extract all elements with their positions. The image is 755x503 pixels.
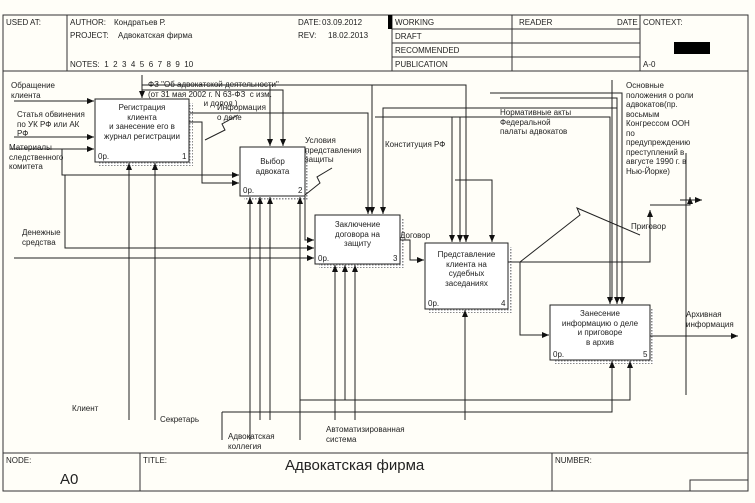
title-label: TITLE:: [143, 456, 168, 465]
label-info: Информация о деле: [217, 103, 266, 122]
label-klient: Клиент: [72, 404, 99, 413]
rev-label: REV:: [298, 31, 317, 40]
reader-label: READER: [519, 18, 553, 27]
context-label: CONTEXT:: [643, 18, 683, 27]
node-label: NODE:: [6, 456, 32, 465]
label-sistema: Автоматизированная система: [326, 425, 405, 444]
project-label: PROJECT:: [70, 31, 109, 40]
activity-boxes: [94, 98, 654, 364]
used-at-label: USED AT:: [6, 18, 41, 27]
box-1-cost: 0р.: [98, 152, 110, 161]
box-3-cost: 0р.: [318, 254, 330, 263]
node-value: A0: [60, 471, 79, 488]
box-2-num: 2: [298, 186, 303, 195]
status-draft: DRAFT: [395, 32, 422, 41]
context-node: A-0: [643, 60, 656, 69]
label-fz: ФЗ "Об адвокатской деятельности" (от 31 …: [148, 80, 279, 108]
status-working: WORKING: [395, 18, 435, 27]
box-1-num: 1: [182, 152, 187, 161]
box-4-num: 4: [501, 299, 506, 308]
reader-date-label: DATE: [617, 18, 638, 27]
number-label: NUMBER:: [555, 456, 592, 465]
box-5-title: Занесение информацию о деле и приговоре …: [561, 309, 639, 347]
frame: [2, 14, 749, 492]
status-recommended: RECOMMENDED: [395, 46, 460, 55]
rev-value: 18.02.2013: [328, 31, 369, 40]
label-konstituciya: Конституция РФ: [385, 140, 446, 149]
box-1-title: Регистрация клиента и занесение его в жу…: [104, 103, 180, 141]
label-usloviya: Условия представления защиты: [305, 136, 362, 164]
box-2-cost: 0р.: [243, 186, 255, 195]
label-materialy: Материалы следственного комитета: [9, 143, 64, 171]
label-prigovor: Приговор: [631, 222, 666, 231]
label-normativnye: Нормативные акты Федеральной палаты адво…: [500, 108, 572, 136]
label-osnovnye: Основные положения о роли адвокатов(пр. …: [626, 81, 694, 176]
label-denezhnye: Денежные средства: [22, 228, 61, 247]
status-marker: [388, 15, 392, 29]
label-obrashchenie: Обращение клиента: [11, 81, 55, 100]
label-kollegiya: Адвокатская коллегия: [228, 432, 275, 451]
box-2-title: Выбор адвоката: [255, 157, 290, 176]
date-label: DATE:: [298, 18, 321, 27]
label-sekretar: Секретарь: [160, 415, 199, 424]
box-4-title: Представление клиента на судебных заседа…: [437, 250, 496, 288]
author-value: Кондратьев Р.: [114, 18, 166, 27]
diagram-title: Адвокатская фирма: [285, 457, 425, 474]
project-value: Адвокатская фирма: [118, 31, 193, 40]
label-arhivnaya: Архивная информация: [686, 310, 734, 329]
date-value: 03.09.2012: [322, 18, 363, 27]
notes: NOTES: 1 2 3 4 5 6 7 8 9 10: [70, 60, 194, 69]
box-5-cost: 0р.: [553, 350, 565, 359]
squiggles: [204, 80, 687, 440]
status-publication: PUBLICATION: [395, 60, 448, 69]
box-3-num: 3: [393, 254, 398, 263]
box-4-cost: 0р.: [428, 299, 440, 308]
label-dogovor: Договор: [400, 231, 431, 240]
author-label: AUTHOR:: [70, 18, 106, 27]
box-3-title: Заключение договора на защиту: [334, 220, 381, 248]
context-box: [674, 42, 710, 54]
box-5-num: 5: [643, 350, 648, 359]
label-statya: Статья обвинения по УК РФ или АК РФ: [17, 110, 85, 138]
arrows: [10, 75, 738, 440]
